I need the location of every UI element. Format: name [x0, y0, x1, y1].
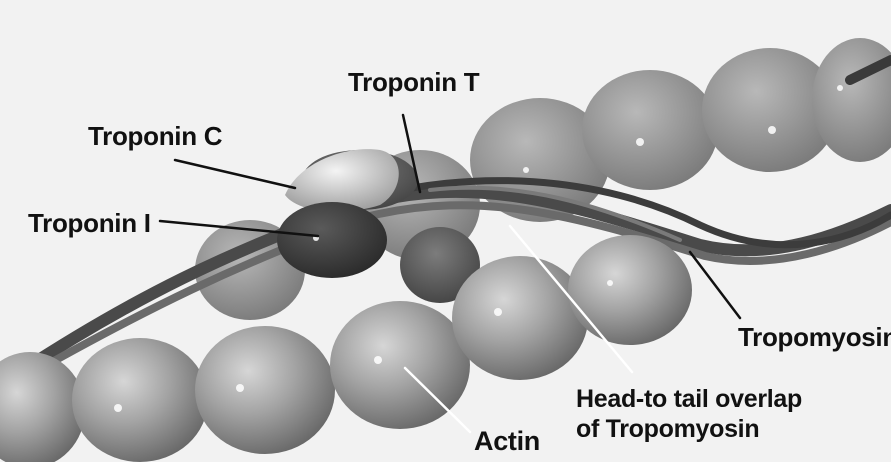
troponin-c-subunit: [285, 149, 399, 212]
actin-bead: [568, 235, 692, 345]
actin-bead: [582, 70, 718, 190]
troponin-c-leader: [175, 160, 295, 188]
overlap-label-line1: Head-to tail overlap: [576, 384, 802, 414]
troponin-c-label: Troponin C: [88, 121, 222, 152]
actin-bead: [72, 338, 208, 462]
actin-bead: [195, 326, 335, 454]
overlap-label-line2: of Tropomyosin: [576, 414, 802, 444]
troponin-i-label: Troponin I: [28, 208, 151, 239]
actin-bead: [452, 256, 588, 380]
troponin-i-subunit: [277, 202, 387, 278]
actin-label: Actin: [474, 426, 540, 457]
actin-bead: [0, 352, 85, 462]
tropomyosin-label: Tropomyosin: [738, 322, 891, 353]
overlap-label: Head-to tail overlap of Tropomyosin: [576, 384, 802, 444]
troponin-t-label: Troponin T: [348, 67, 479, 98]
